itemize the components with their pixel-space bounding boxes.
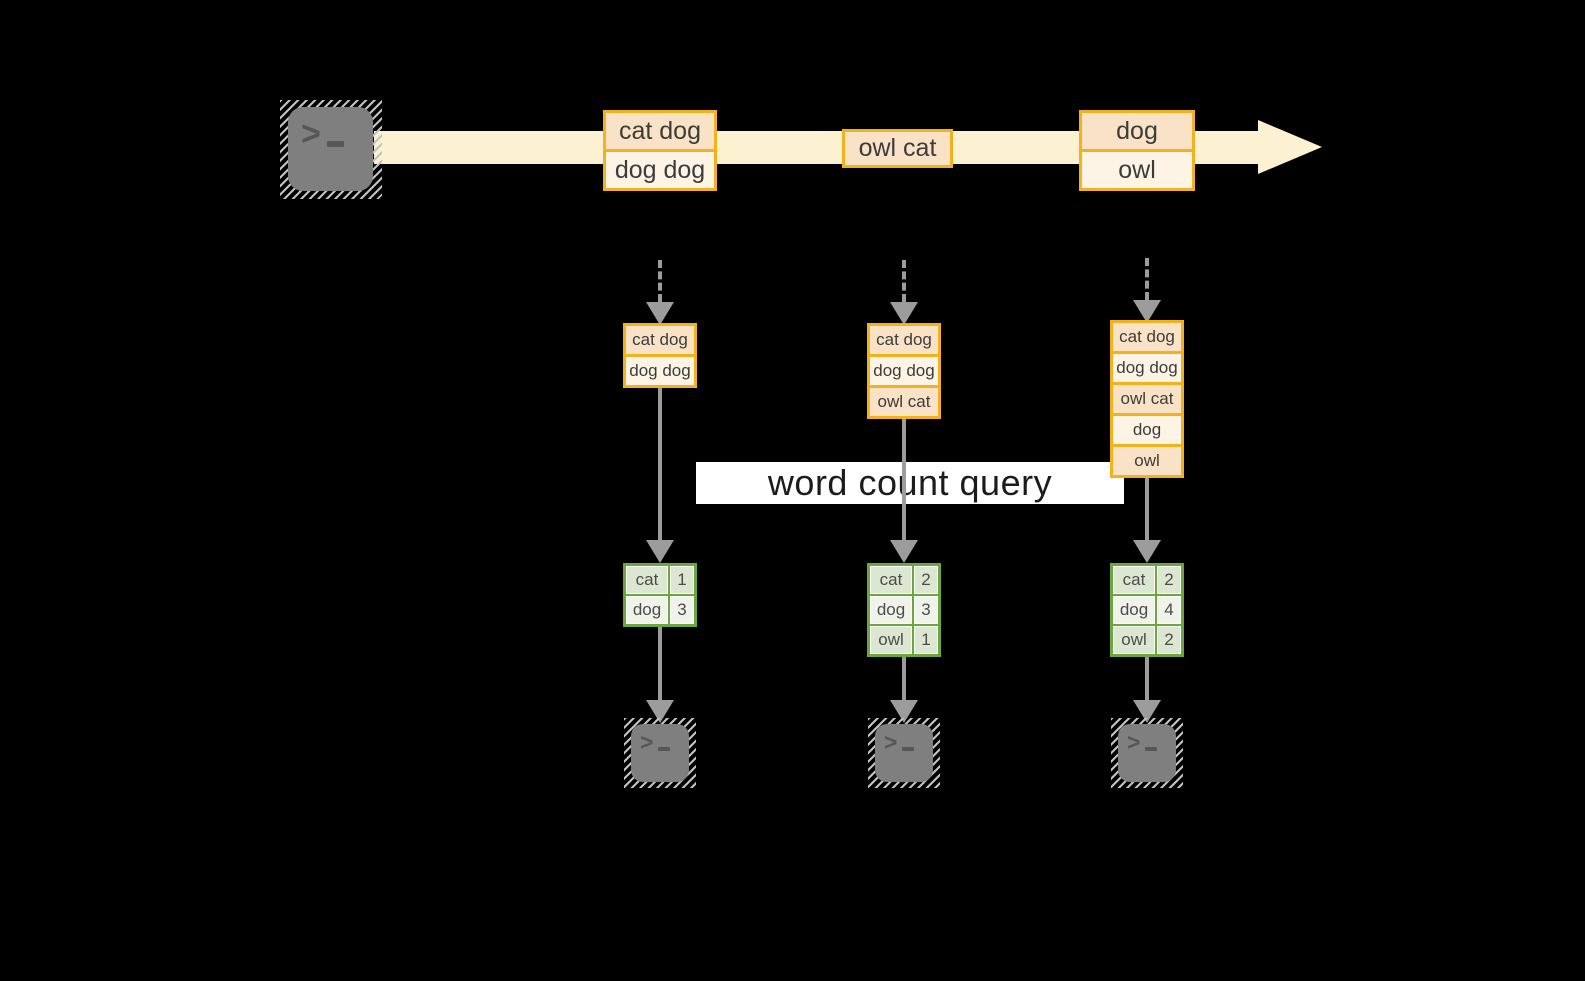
- dashed-flow-line: [1145, 258, 1149, 300]
- dashed-flow-line: [658, 260, 662, 302]
- stream-record: dog dog: [606, 152, 714, 188]
- flow-line: [658, 388, 662, 540]
- stream-batch-2: owl cat: [842, 129, 953, 168]
- state-record: cat dog: [1113, 323, 1181, 351]
- stream-batch-1: cat dog dog dog: [603, 110, 717, 191]
- stream-right-arrow-icon: [1258, 120, 1322, 174]
- stream-record: owl cat: [845, 132, 950, 165]
- prompt-cursor-icon: [902, 747, 914, 751]
- terminal-sink-icon: >: [868, 718, 940, 788]
- flow-line: [902, 419, 906, 540]
- state-record: owl: [1113, 447, 1181, 475]
- prompt-chevron-icon: >: [301, 115, 321, 153]
- down-arrow-icon: [646, 700, 674, 723]
- stream-batch-3: dog owl: [1079, 110, 1195, 191]
- count-table-1: cat 1 dog 3: [623, 563, 697, 627]
- prompt-cursor-icon: [327, 141, 344, 147]
- count-value: 4: [1157, 596, 1181, 624]
- prompt-chevron-icon: >: [884, 729, 898, 755]
- flow-line: [902, 657, 906, 700]
- stream-record: dog: [1082, 113, 1192, 149]
- down-arrow-icon: [1133, 540, 1161, 563]
- down-arrow-icon: [1133, 700, 1161, 723]
- terminal-sink-icon: >: [1111, 718, 1183, 788]
- count-value: 3: [914, 596, 938, 624]
- stream-record: owl: [1082, 152, 1192, 188]
- count-table-2: cat 2 dog 3 owl 1: [867, 563, 941, 657]
- prompt-cursor-icon: [658, 747, 670, 751]
- count-value: 2: [914, 566, 938, 594]
- count-word: dog: [1113, 596, 1155, 624]
- prompt-chevron-icon: >: [640, 729, 654, 755]
- state-record: dog dog: [1113, 354, 1181, 382]
- state-box-1: cat dog dog dog: [623, 323, 697, 388]
- prompt-cursor-icon: [1145, 747, 1157, 751]
- count-word: owl: [1113, 626, 1155, 654]
- flow-line: [1145, 478, 1149, 540]
- state-record: dog dog: [626, 357, 694, 385]
- state-record: dog dog: [870, 357, 938, 385]
- down-arrow-icon: [646, 302, 674, 325]
- count-word: dog: [626, 596, 668, 624]
- flow-line: [658, 627, 662, 700]
- count-table-3: cat 2 dog 4 owl 2: [1110, 563, 1184, 657]
- prompt-chevron-icon: >: [1127, 729, 1141, 755]
- count-word: dog: [870, 596, 912, 624]
- flow-line: [1145, 657, 1149, 700]
- stream-record: cat dog: [606, 113, 714, 149]
- state-box-3: cat dog dog dog owl cat dog owl: [1110, 320, 1184, 478]
- query-label: word count query: [767, 462, 1053, 503]
- state-record: dog: [1113, 416, 1181, 444]
- down-arrow-icon: [890, 302, 918, 325]
- down-arrow-icon: [890, 700, 918, 723]
- state-record: cat dog: [870, 326, 938, 354]
- count-value: 3: [670, 596, 694, 624]
- count-value: 1: [914, 626, 938, 654]
- count-word: cat: [1113, 566, 1155, 594]
- down-arrow-icon: [890, 540, 918, 563]
- state-record: owl cat: [1113, 385, 1181, 413]
- state-box-2: cat dog dog dog owl cat: [867, 323, 941, 419]
- down-arrow-icon: [1133, 300, 1161, 323]
- terminal-sink-icon: >: [624, 718, 696, 788]
- count-value: 1: [670, 566, 694, 594]
- count-word: owl: [870, 626, 912, 654]
- state-record: cat dog: [626, 326, 694, 354]
- terminal-source-icon: >: [280, 100, 382, 199]
- count-word: cat: [626, 566, 668, 594]
- count-value: 2: [1157, 626, 1181, 654]
- query-label-band: word count query: [696, 462, 1124, 504]
- state-record: owl cat: [870, 388, 938, 416]
- count-word: cat: [870, 566, 912, 594]
- count-value: 2: [1157, 566, 1181, 594]
- dashed-flow-line: [902, 260, 906, 302]
- down-arrow-icon: [646, 540, 674, 563]
